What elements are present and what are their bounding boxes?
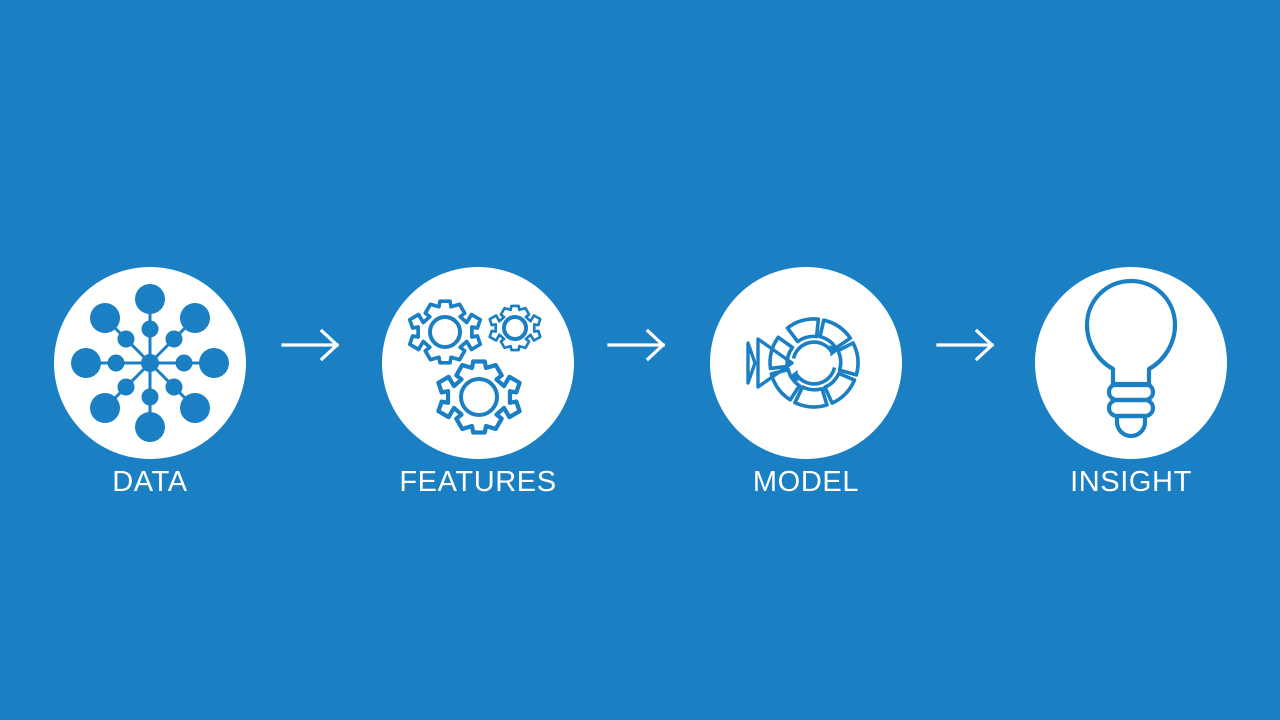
stage-label-model: MODEL (752, 466, 860, 498)
connector-arrow-3 (936, 327, 996, 363)
arrow-right-icon (281, 328, 340, 362)
stage-icon-disc (710, 267, 902, 459)
stage-label-features: FEATURES (399, 466, 557, 498)
network-nodes-icon (71, 284, 229, 442)
pipeline-stage-model[interactable]: MODEL (710, 267, 902, 507)
model-process-icon (746, 317, 860, 409)
stage-label-insight: INSIGHT (1070, 466, 1192, 498)
pipeline-stage-features[interactable]: FEATURES (382, 267, 574, 507)
stage-icon-disc (382, 267, 574, 459)
arrow-right-icon (936, 328, 995, 362)
connector-arrow-2 (607, 327, 667, 363)
arrow-right-icon (607, 328, 666, 362)
gears-icon (407, 299, 542, 435)
stage-icon-disc (54, 267, 246, 459)
connector-arrow-1 (281, 327, 341, 363)
stage-icon-disc (1035, 267, 1227, 459)
pipeline-stage-insight[interactable]: INSIGHT (1035, 267, 1227, 507)
lightbulb-icon (1084, 278, 1178, 439)
stage-label-data: DATA (112, 466, 188, 498)
pipeline-stage-data[interactable]: DATA (54, 267, 246, 507)
